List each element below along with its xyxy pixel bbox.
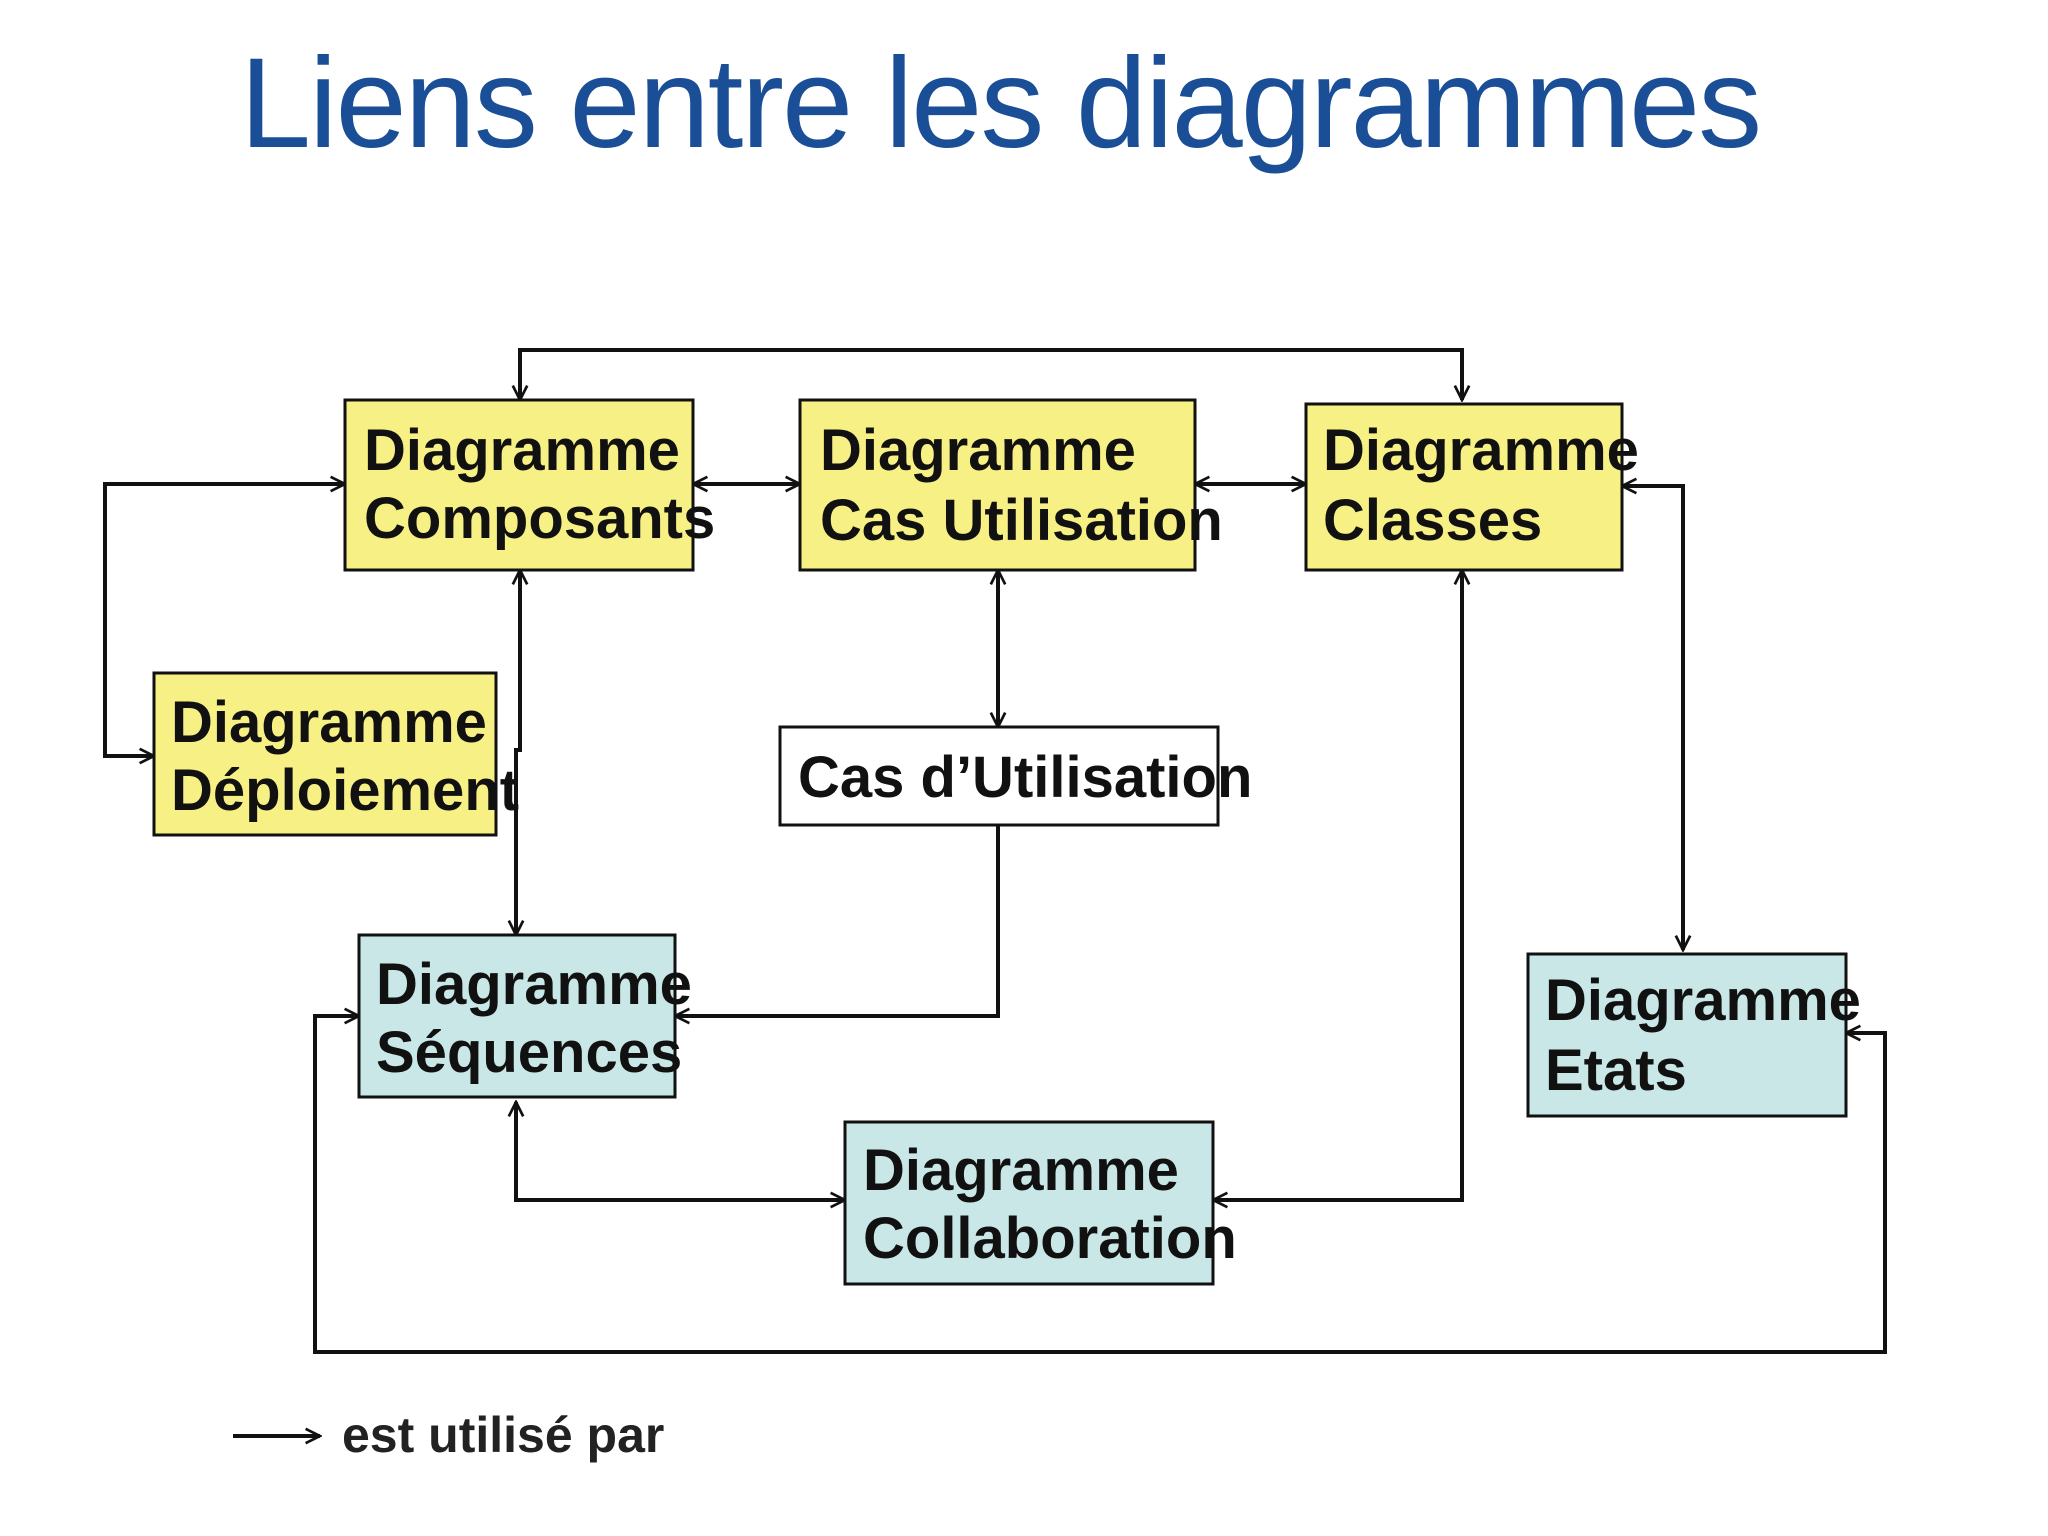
- box-label-line1: Diagramme: [171, 690, 487, 755]
- box-label-line1: Diagramme: [376, 952, 692, 1017]
- box-diagramme-collaboration: Diagramme Collaboration: [843, 1120, 1237, 1286]
- box-label-line2: Classes: [1323, 488, 1542, 553]
- connectors: [103, 348, 1887, 1354]
- box-label-line1: Diagramme: [1545, 968, 1861, 1033]
- connector-composants-classes: [520, 348, 1462, 400]
- box-diagramme-composants: Diagramme Composants: [343, 398, 715, 572]
- box-cas-utilisation: Cas d’Utilisation: [778, 725, 1252, 827]
- box-diagramme-sequences: Diagramme Séquences: [357, 933, 692, 1099]
- box-diagramme-etats: Diagramme Etats: [1526, 952, 1861, 1118]
- connector-etats-sequences: [313, 1016, 1887, 1354]
- box-label-line2: Composants: [364, 486, 715, 551]
- box-label-line1: Diagramme: [364, 418, 680, 483]
- box-label-line2: Collaboration: [863, 1206, 1237, 1271]
- connector-deploiement-composants: [103, 484, 345, 756]
- connector-classes-collaboration: [1213, 570, 1462, 1200]
- box-label-line1: Diagramme: [1323, 418, 1639, 483]
- page-title: Liens entre les diagrammes: [239, 32, 1762, 175]
- connector-cas-utilisation-sequences: [675, 825, 1000, 1016]
- connector-sequences-collaboration: [516, 1102, 845, 1200]
- box-label-line2: Etats: [1545, 1038, 1687, 1103]
- legend-label: est utilisé par: [342, 1407, 664, 1463]
- box-diagramme-deploiement: Diagramme Déploiement: [152, 671, 519, 837]
- connector-composants-sequences: [516, 570, 520, 935]
- box-label-line2: Cas Utilisation: [820, 488, 1223, 553]
- box-diagramme-classes: Diagramme Classes: [1304, 402, 1639, 572]
- box-diagramme-cas-utilisation: Diagramme Cas Utilisation: [798, 398, 1223, 572]
- box-label-line1: Diagramme: [863, 1138, 1179, 1203]
- box-label-line2: Déploiement: [171, 758, 519, 823]
- connector-classes-etats: [1622, 486, 1683, 950]
- legend: est utilisé par: [233, 1407, 664, 1463]
- box-label-line1: Diagramme: [820, 418, 1136, 483]
- box-label-line2: Séquences: [376, 1020, 682, 1085]
- box-label-line1: Cas d’Utilisation: [798, 745, 1252, 810]
